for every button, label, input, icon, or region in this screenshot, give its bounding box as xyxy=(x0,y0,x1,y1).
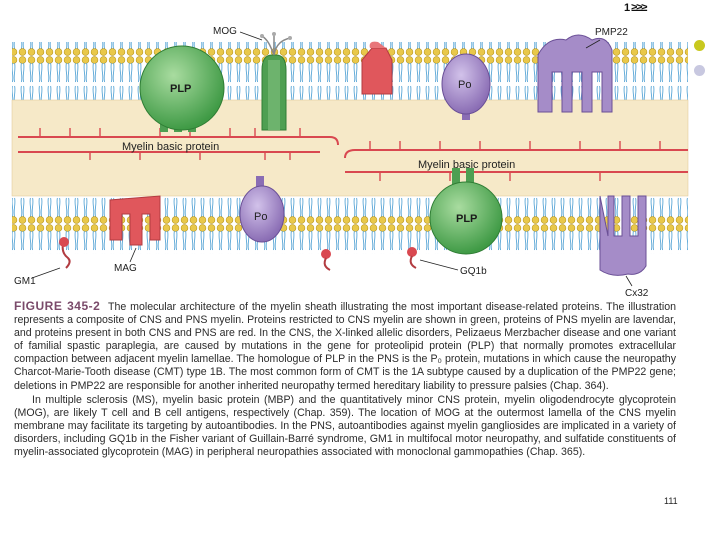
caption-paragraph-2: In multiple sclerosis (MS), myelin basic… xyxy=(14,393,676,459)
pmp22-protein: PMP22 xyxy=(537,27,628,113)
svg-text:PLP: PLP xyxy=(456,213,477,225)
cx32-protein: Cx32 xyxy=(599,195,649,299)
svg-text:Po: Po xyxy=(458,79,471,91)
figure-caption: FIGURE 345-2 The molecular architecture … xyxy=(14,299,676,459)
plp-top-protein: PLP xyxy=(139,45,225,132)
svg-text:MAG: MAG xyxy=(114,263,137,274)
plp-bottom-protein: PLP xyxy=(429,168,503,255)
mbp-top xyxy=(18,136,339,153)
figure-label: FIGURE 345-2 xyxy=(14,299,101,313)
caption-paragraph-1: FIGURE 345-2 The molecular architecture … xyxy=(14,299,676,393)
svg-text:Cx32: Cx32 xyxy=(625,288,649,299)
svg-text:Po: Po xyxy=(254,211,267,223)
mog-protein: MOG xyxy=(213,26,292,131)
svg-text:GM1: GM1 xyxy=(14,276,36,287)
cytoplasm-band xyxy=(11,99,689,197)
gm1-ganglioside: GM1 xyxy=(14,237,71,287)
mbp-bottom-label: Myelin basic protein xyxy=(418,159,515,171)
svg-text:GQ1b: GQ1b xyxy=(460,266,487,277)
red-protein-top xyxy=(361,41,393,95)
mag-protein: MAG xyxy=(109,195,161,274)
mbp-bottom xyxy=(344,149,688,173)
svg-text:PLP: PLP xyxy=(170,83,191,95)
page-number: 111 xyxy=(662,496,680,506)
bullet-dot-bottom xyxy=(694,65,705,76)
slide-corner-mark: 1 ≥≥≥ xyxy=(624,2,647,14)
bullet-dot-top xyxy=(694,40,705,51)
caption-text-1: The molecular architecture of the myelin… xyxy=(14,301,676,392)
svg-text:PMP22: PMP22 xyxy=(595,27,628,38)
svg-text:MOG: MOG xyxy=(213,26,237,37)
mbp-top-ticks xyxy=(39,128,301,160)
po-bottom-protein: Po xyxy=(239,176,285,243)
myelin-sheath-diagram: Myelin basic protein Myelin basic protei… xyxy=(11,26,689,299)
po-top-protein: Po xyxy=(441,53,491,120)
ganglioside-mid xyxy=(321,249,331,271)
gq1b-ganglioside: GQ1b xyxy=(407,247,487,277)
mbp-top-label: Myelin basic protein xyxy=(122,141,219,153)
